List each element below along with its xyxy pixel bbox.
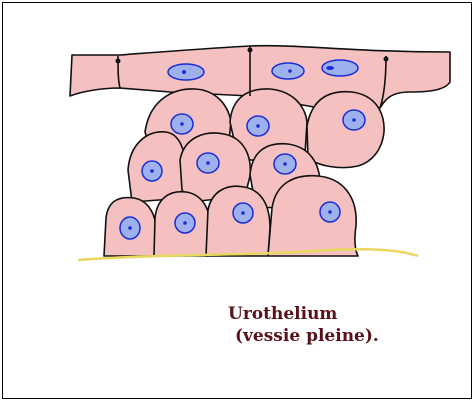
basal-cell	[268, 176, 358, 256]
intermediate-cell	[307, 92, 384, 168]
figure-caption: Urothelium (vessie pleine).	[228, 303, 379, 347]
nucleus	[272, 63, 304, 79]
caption-title: Urothelium	[228, 304, 337, 324]
caption-subtitle: (vessie pleine).	[228, 325, 379, 347]
